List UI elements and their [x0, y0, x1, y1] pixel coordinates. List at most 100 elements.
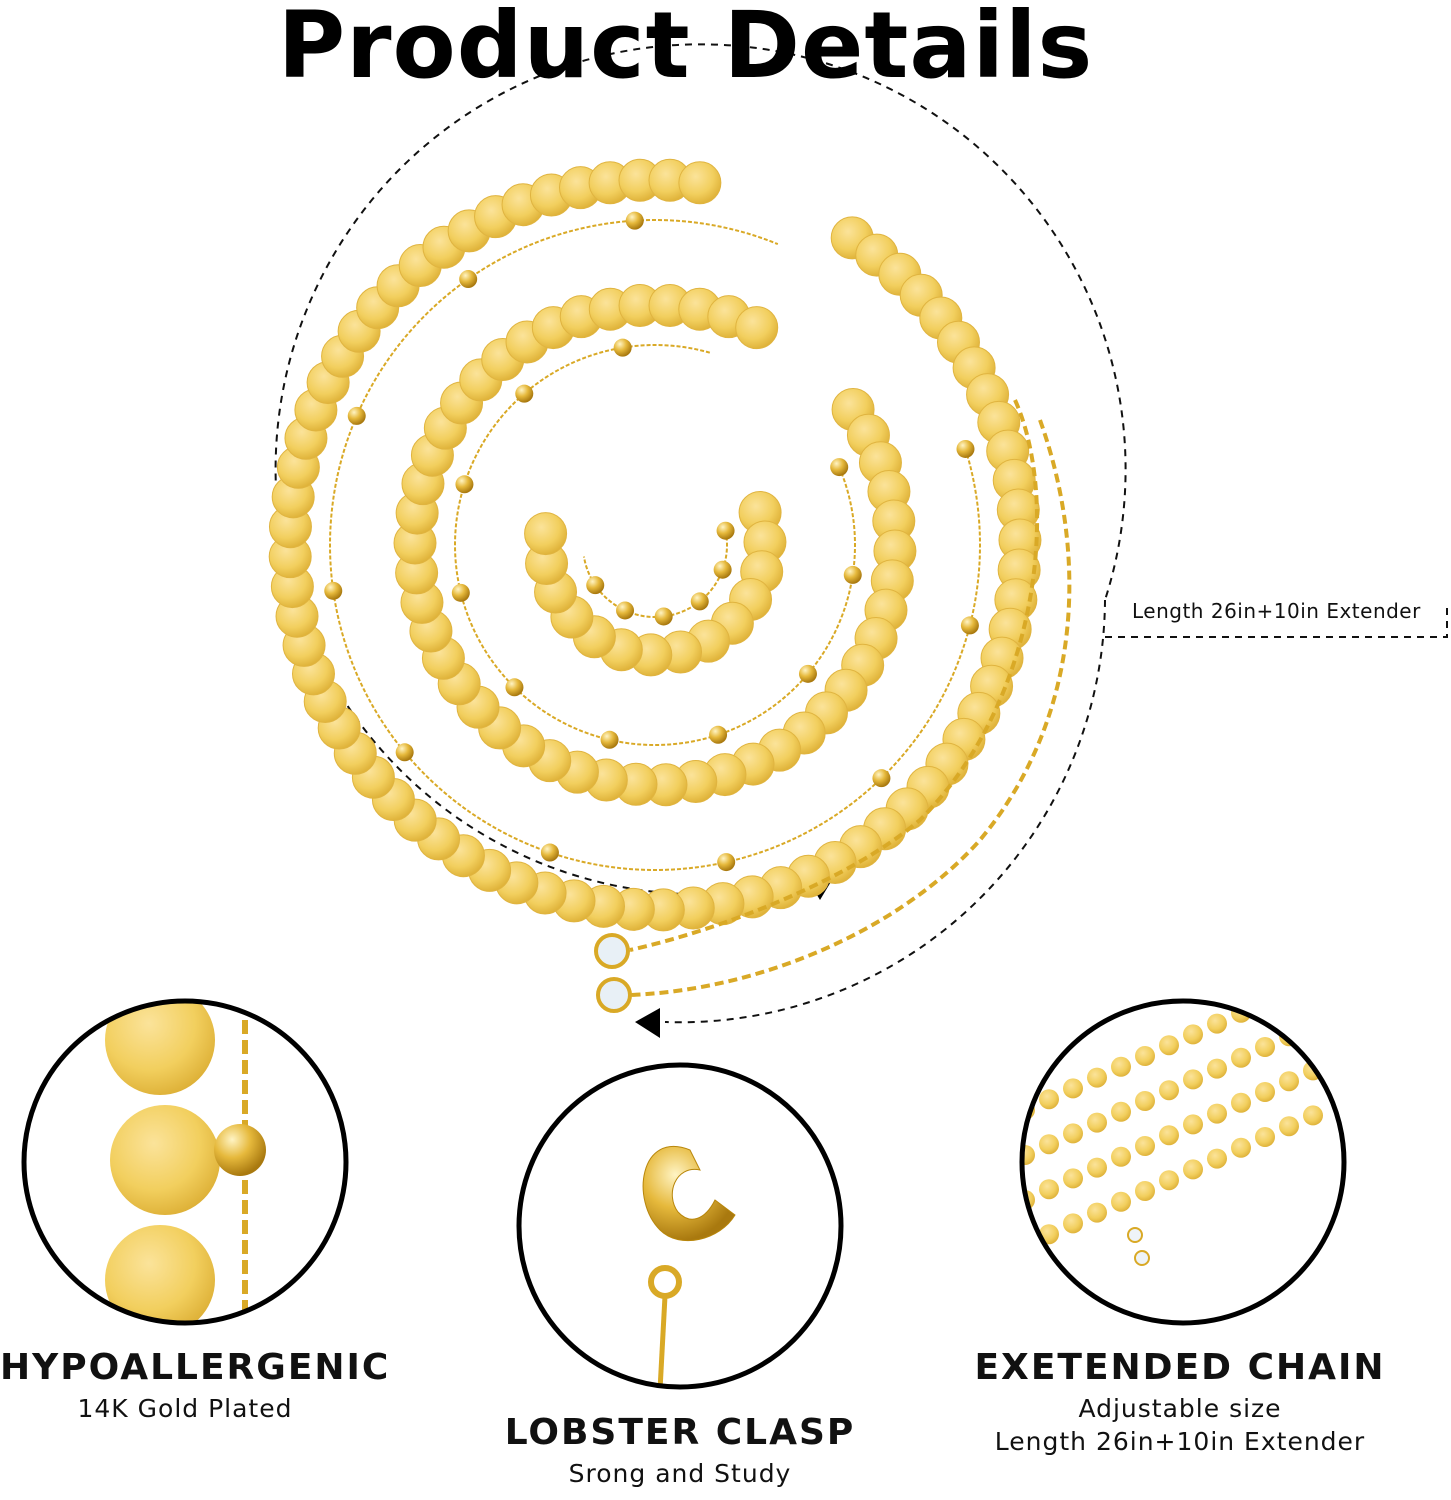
page-title: Product Details [277, 0, 1094, 99]
length-callout: Length 26in+10in Extender [1132, 599, 1421, 623]
coin-disc [1135, 1091, 1155, 1111]
bead-closeup [214, 1124, 266, 1176]
coin-disc [1063, 1078, 1083, 1099]
crystal-charm [594, 933, 630, 969]
bead [459, 270, 478, 289]
coin-disc [1183, 1024, 1203, 1045]
detail-circle-extended-chain [1019, 970, 1347, 1326]
coin-disc [1159, 1035, 1179, 1056]
coin-disc [735, 306, 779, 350]
detail-circle-lobster-clasp [516, 1062, 844, 1390]
arrow-icon [635, 1008, 660, 1038]
coin-disc [1303, 1015, 1323, 1036]
bead [540, 843, 559, 862]
coin-disc [1063, 1123, 1083, 1144]
coin-disc [1183, 1114, 1203, 1135]
coin-disc [1207, 1148, 1227, 1169]
coin-disc [1207, 1013, 1227, 1034]
bead [956, 439, 975, 458]
coin-disc [1087, 1202, 1107, 1223]
coin-disc [1087, 1112, 1107, 1133]
feature-hypoallergenic: HYPOALLERGENIC 14K Gold Plated [0, 1347, 391, 1425]
feature-extended-chain: EXETENDED CHAIN Adjustable size Length 2… [970, 1347, 1390, 1458]
bead [716, 521, 735, 540]
bead [872, 769, 891, 788]
coin-disc [1111, 1056, 1131, 1077]
coin-disc [1039, 1134, 1059, 1155]
coin-disc-closeup [105, 1225, 215, 1322]
coin-disc [1087, 1157, 1107, 1178]
coin-disc [1023, 1145, 1035, 1165]
bead [616, 601, 635, 620]
coin-disc [1111, 1101, 1131, 1122]
coin-disc [1023, 1235, 1035, 1255]
crystal-charm [1134, 1250, 1150, 1266]
coin-disc [1063, 1168, 1083, 1189]
coin-disc [1039, 1179, 1059, 1200]
coin-disc [1159, 1170, 1179, 1191]
feature-subtitle: Length 26in+10in Extender [994, 1427, 1366, 1456]
bead [690, 592, 709, 611]
coin-disc [524, 512, 568, 556]
coin-disc [1231, 1137, 1251, 1158]
bead [717, 853, 736, 872]
bead [960, 616, 979, 635]
coin-disc [1039, 1089, 1059, 1110]
bead [613, 338, 632, 357]
coin-disc [1255, 1002, 1275, 1012]
feature-lobster-clasp: LOBSTER CLASP Srong and Study [500, 1412, 860, 1490]
length-dashed-circle [274, 43, 1448, 1038]
feature-heading: EXETENDED CHAIN [974, 1347, 1386, 1388]
coin-disc [1135, 1046, 1155, 1066]
coin-disc [1231, 1092, 1251, 1113]
coin-disc [1207, 1058, 1227, 1079]
bead [625, 211, 644, 230]
coin-disc [1135, 1181, 1155, 1201]
bead [515, 384, 534, 403]
coin-disc [1159, 1125, 1179, 1146]
coin-disc [1135, 1136, 1155, 1156]
feature-subtitle: Adjustable size [1078, 1394, 1282, 1423]
coin-disc [1279, 1071, 1299, 1092]
chain [329, 219, 982, 871]
coin-disc [1183, 1069, 1203, 1090]
coin-disc [678, 161, 722, 205]
bead [843, 565, 862, 584]
coin-disc [1303, 970, 1323, 990]
crystal-charm [1127, 1227, 1143, 1243]
bead [798, 664, 817, 683]
coin-disc [1255, 1037, 1275, 1057]
coin-disc [1207, 1103, 1227, 1124]
bead [347, 406, 366, 425]
extender-chain [629, 399, 1040, 952]
bead [324, 581, 343, 600]
coin-disc [1303, 1105, 1323, 1126]
coin-disc [1087, 1067, 1107, 1088]
bead [505, 678, 524, 697]
coin-disc [1183, 1159, 1203, 1180]
coin-disc [1255, 1082, 1275, 1102]
coin-disc [1279, 1116, 1299, 1137]
bead [586, 576, 605, 595]
bead [709, 725, 728, 744]
bead [830, 458, 849, 477]
bead [600, 730, 619, 749]
bead [451, 583, 470, 602]
crystal-charm [596, 977, 632, 1013]
coin-disc [1063, 1213, 1083, 1234]
bead [654, 607, 673, 626]
coin-disc [1111, 1191, 1131, 1212]
feature-heading: LOBSTER CLASP [504, 1412, 856, 1453]
bead [455, 475, 474, 494]
bead [713, 560, 732, 579]
coin-disc [1255, 1127, 1275, 1147]
detail-circle-hypoallergenic [21, 998, 349, 1326]
bead [395, 743, 414, 762]
feature-subtitle: Srong and Study [568, 1459, 792, 1488]
coin-disc [1111, 1146, 1131, 1167]
extender-chain [629, 419, 1072, 997]
coin-disc [1279, 981, 1299, 1001]
coin-disc-closeup [110, 1105, 220, 1215]
feature-heading: HYPOALLERGENIC [0, 1347, 391, 1388]
